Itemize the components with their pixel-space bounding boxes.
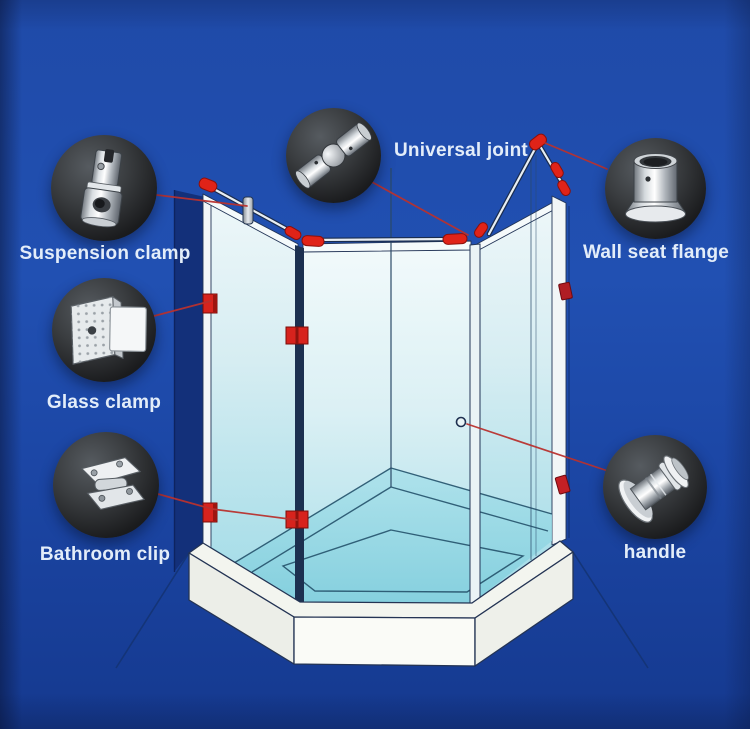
glass-clamp-left-upper [202, 293, 218, 314]
hinge-post [295, 245, 304, 611]
bathroom-clip-photo [53, 432, 159, 538]
tray-front-face [293, 616, 476, 667]
glass-clamp-photo [52, 278, 156, 382]
bathroom-clip-upper [285, 326, 309, 345]
universal-joint-left [301, 235, 325, 247]
corner-post-right [469, 243, 481, 615]
glass-clamp-label: Glass clamp [46, 392, 162, 413]
universal-joint-right [442, 233, 468, 245]
wall-seat-flange-label: Wall seat flange [582, 242, 730, 263]
handle-label: handle [623, 542, 687, 563]
floor-line-right [572, 551, 649, 669]
wall-flange-cap-right [529, 133, 547, 151]
wall-seat-flange-photo [605, 138, 706, 239]
bathroom-clip-label: Bathroom clip [39, 544, 171, 565]
handle-photo [603, 435, 707, 539]
suspension-clamp-on-bar [242, 196, 254, 225]
suspension-clamp-photo [51, 135, 157, 241]
wall-flange-cap-left [198, 177, 218, 193]
door-knob [455, 416, 467, 428]
floor-line-left [115, 552, 190, 669]
universal-joint-label: Universal joint [394, 140, 528, 161]
glass-clamp-left-lower [202, 502, 218, 523]
leader-universal-joint [371, 181, 469, 236]
universal-joint-photo [286, 108, 381, 203]
suspension-clamp-label: Suspension clamp [19, 243, 191, 264]
